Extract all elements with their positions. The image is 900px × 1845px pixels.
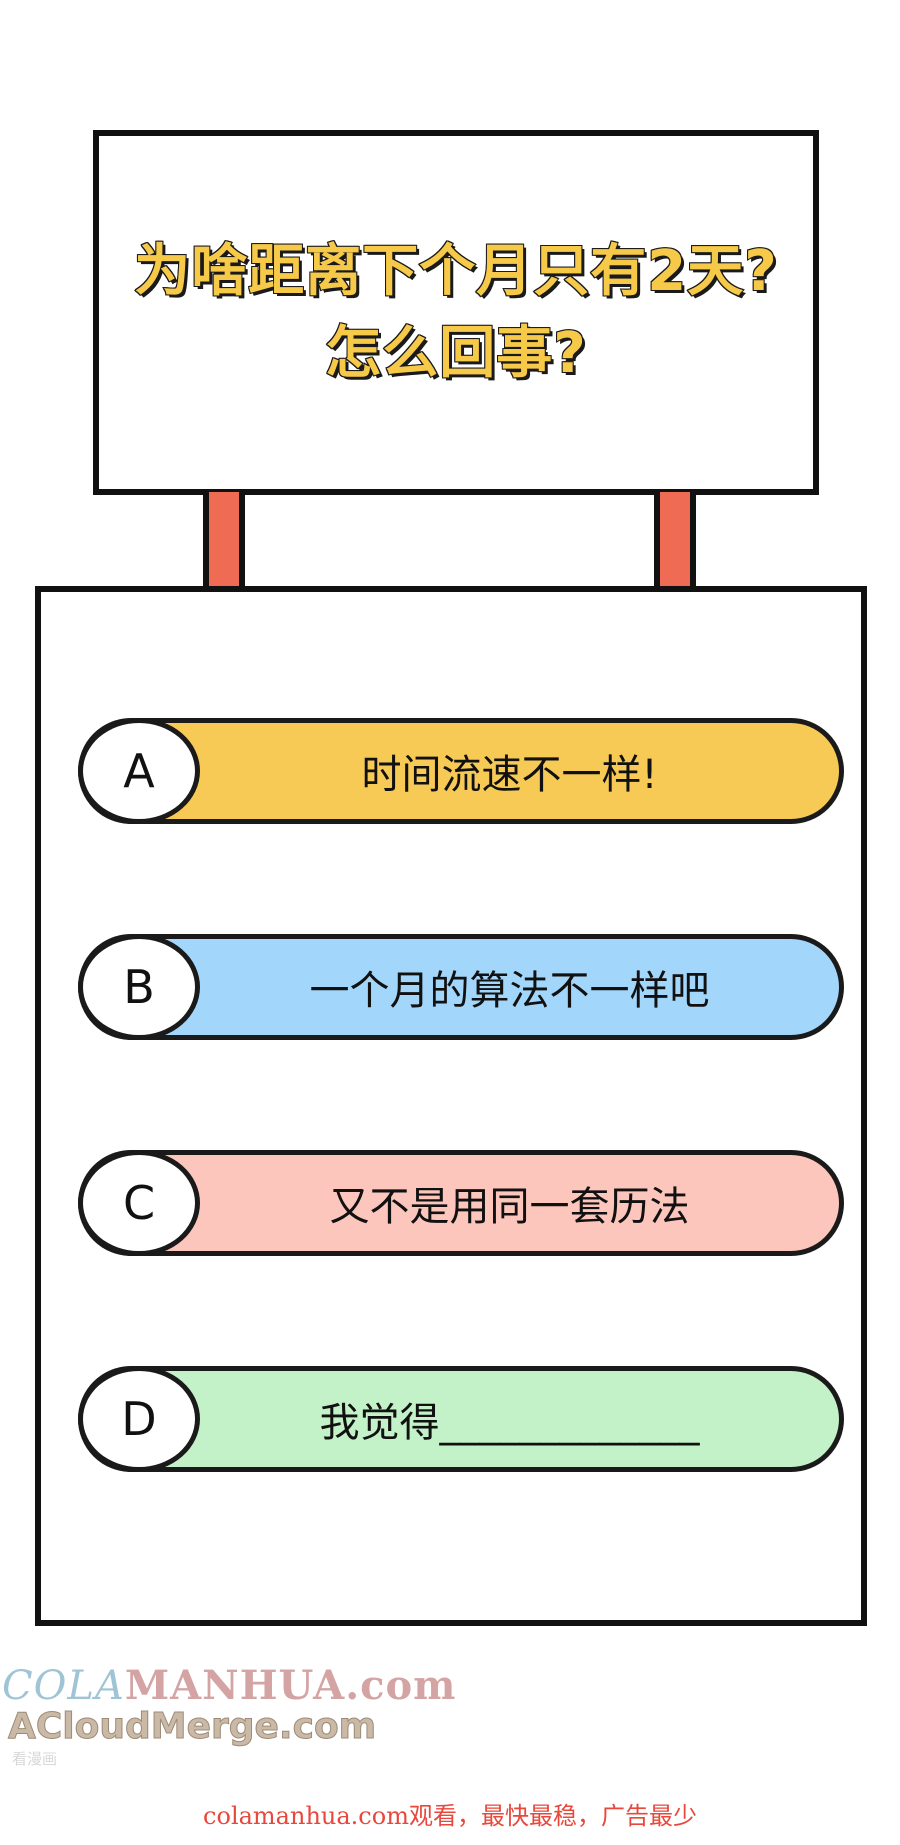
option-d-badge: D (78, 1366, 200, 1472)
option-a-letter: A (123, 744, 155, 798)
option-c-badge: C (78, 1150, 200, 1256)
option-d[interactable]: D 我觉得_____________ (78, 1366, 844, 1472)
question-line-1: 为啥距离下个月只有2天? (133, 238, 778, 305)
option-b[interactable]: B 一个月的算法不一样吧 (78, 934, 844, 1040)
watermark-manhua: MANHUA.com (124, 1662, 457, 1709)
watermark-cola: COLA (2, 1663, 125, 1709)
option-c-letter: C (122, 1176, 156, 1230)
option-c[interactable]: C 又不是用同一套历法 (78, 1150, 844, 1256)
footer-banner: colamanhua.com观看，最快最稳，广告最少 (203, 1802, 697, 1830)
option-b-text: 一个月的算法不一样吧 (309, 968, 710, 1014)
option-a-text: 时间流速不一样! (361, 752, 658, 798)
option-c-text: 又不是用同一套历法 (329, 1184, 690, 1230)
watermark-colamanhua: COLAMANHUA.com (2, 1662, 457, 1709)
answer-panel: A 时间流速不一样! B 一个月的算法不一样吧 C 又不是用同一套历法 D 我觉… (35, 586, 867, 1626)
option-b-letter: B (123, 960, 155, 1014)
sign-post-left (203, 492, 245, 590)
option-a[interactable]: A 时间流速不一样! (78, 718, 844, 824)
watermark-faint-text: 看漫画 (12, 1750, 58, 1768)
question-sign: 为啥距离下个月只有2天? 怎么回事? (93, 130, 819, 495)
sign-post-right (654, 492, 696, 590)
option-b-badge: B (78, 934, 200, 1040)
option-a-badge: A (78, 718, 200, 824)
watermark-acloudmerge: ACloudMerge.com (7, 1706, 377, 1748)
option-d-text: 我觉得_____________ (319, 1400, 700, 1446)
question-line-2: 怎么回事? (324, 319, 587, 386)
option-d-letter: D (121, 1392, 157, 1446)
